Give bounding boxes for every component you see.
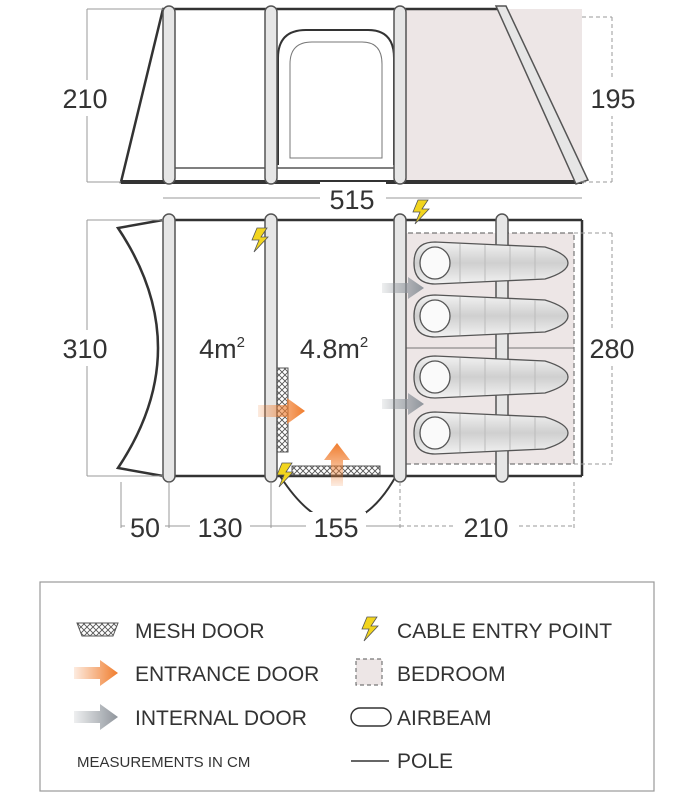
entrance-arrow-icon	[74, 660, 118, 686]
bedroom-length-label: 210	[463, 513, 508, 543]
sleeping-bag	[413, 294, 569, 338]
legend-box	[39, 581, 655, 792]
side-bedroom-shade	[400, 9, 582, 182]
room2-length-label: 155	[313, 513, 358, 543]
sleeping-bag	[413, 241, 569, 285]
legend-airbeam: AIRBEAM	[397, 707, 492, 730]
bedroom-width-label: 280	[589, 334, 634, 364]
internal-door-arrow	[382, 277, 424, 299]
internal-door-arrow	[382, 393, 424, 415]
side-elevation: 210 195	[60, 5, 638, 185]
room1-length-label: 130	[197, 513, 242, 543]
room1-area: 4m2	[199, 334, 245, 364]
floor-width-label: 310	[62, 334, 107, 364]
total-length-dimension: 515	[163, 182, 582, 215]
legend-cable-entry: CABLE ENTRY POINT	[397, 620, 612, 643]
side-airbeam-1	[162, 5, 176, 185]
room2-area: 4.8m2	[300, 334, 368, 364]
floor-plan: 4m2 4.8m2	[115, 199, 584, 524]
legend-pole: POLE	[397, 750, 453, 773]
entrance-door-arrow	[324, 443, 350, 486]
sleeping-bag	[413, 411, 569, 455]
sleeping-bag	[413, 355, 569, 399]
porch-depth-label: 50	[130, 513, 160, 543]
legend-measurements-note: MEASUREMENTS IN CM	[77, 754, 250, 771]
side-window-inner	[289, 41, 383, 159]
airbeam-icon	[350, 707, 392, 727]
side-height-left: 210	[62, 84, 107, 114]
legend-internal-door: INTERNAL DOOR	[135, 707, 307, 730]
legend: MESH DOOR ENTRANCE DOOR INTERNAL DOOR ME…	[39, 581, 655, 792]
total-length-label: 515	[329, 185, 374, 215]
legend-entrance-door: ENTRANCE DOOR	[135, 663, 319, 686]
floor-airbeam-2	[264, 213, 278, 483]
floor-airbeam-1	[162, 213, 176, 483]
side-airbeam-4	[494, 5, 590, 185]
entrance-door-arrow	[258, 398, 305, 424]
internal-arrow-icon	[74, 704, 118, 730]
legend-bedroom: BEDROOM	[397, 663, 506, 686]
porch-canopy	[115, 218, 164, 478]
side-airbeam-3	[393, 5, 407, 185]
legend-mesh-door: MESH DOOR	[135, 620, 265, 643]
bottom-dimensions: 50 130 155 210	[120, 482, 575, 543]
bedroom-swatch-icon	[355, 658, 383, 686]
side-window	[277, 29, 395, 165]
floor-width-dimensions: 310 280	[60, 219, 638, 477]
floor-airbeam-3	[393, 213, 407, 483]
mesh-door-icon	[76, 622, 119, 637]
sleeping-bags	[413, 241, 569, 455]
side-airbeam-2	[264, 5, 278, 185]
side-height-right: 195	[590, 84, 635, 114]
